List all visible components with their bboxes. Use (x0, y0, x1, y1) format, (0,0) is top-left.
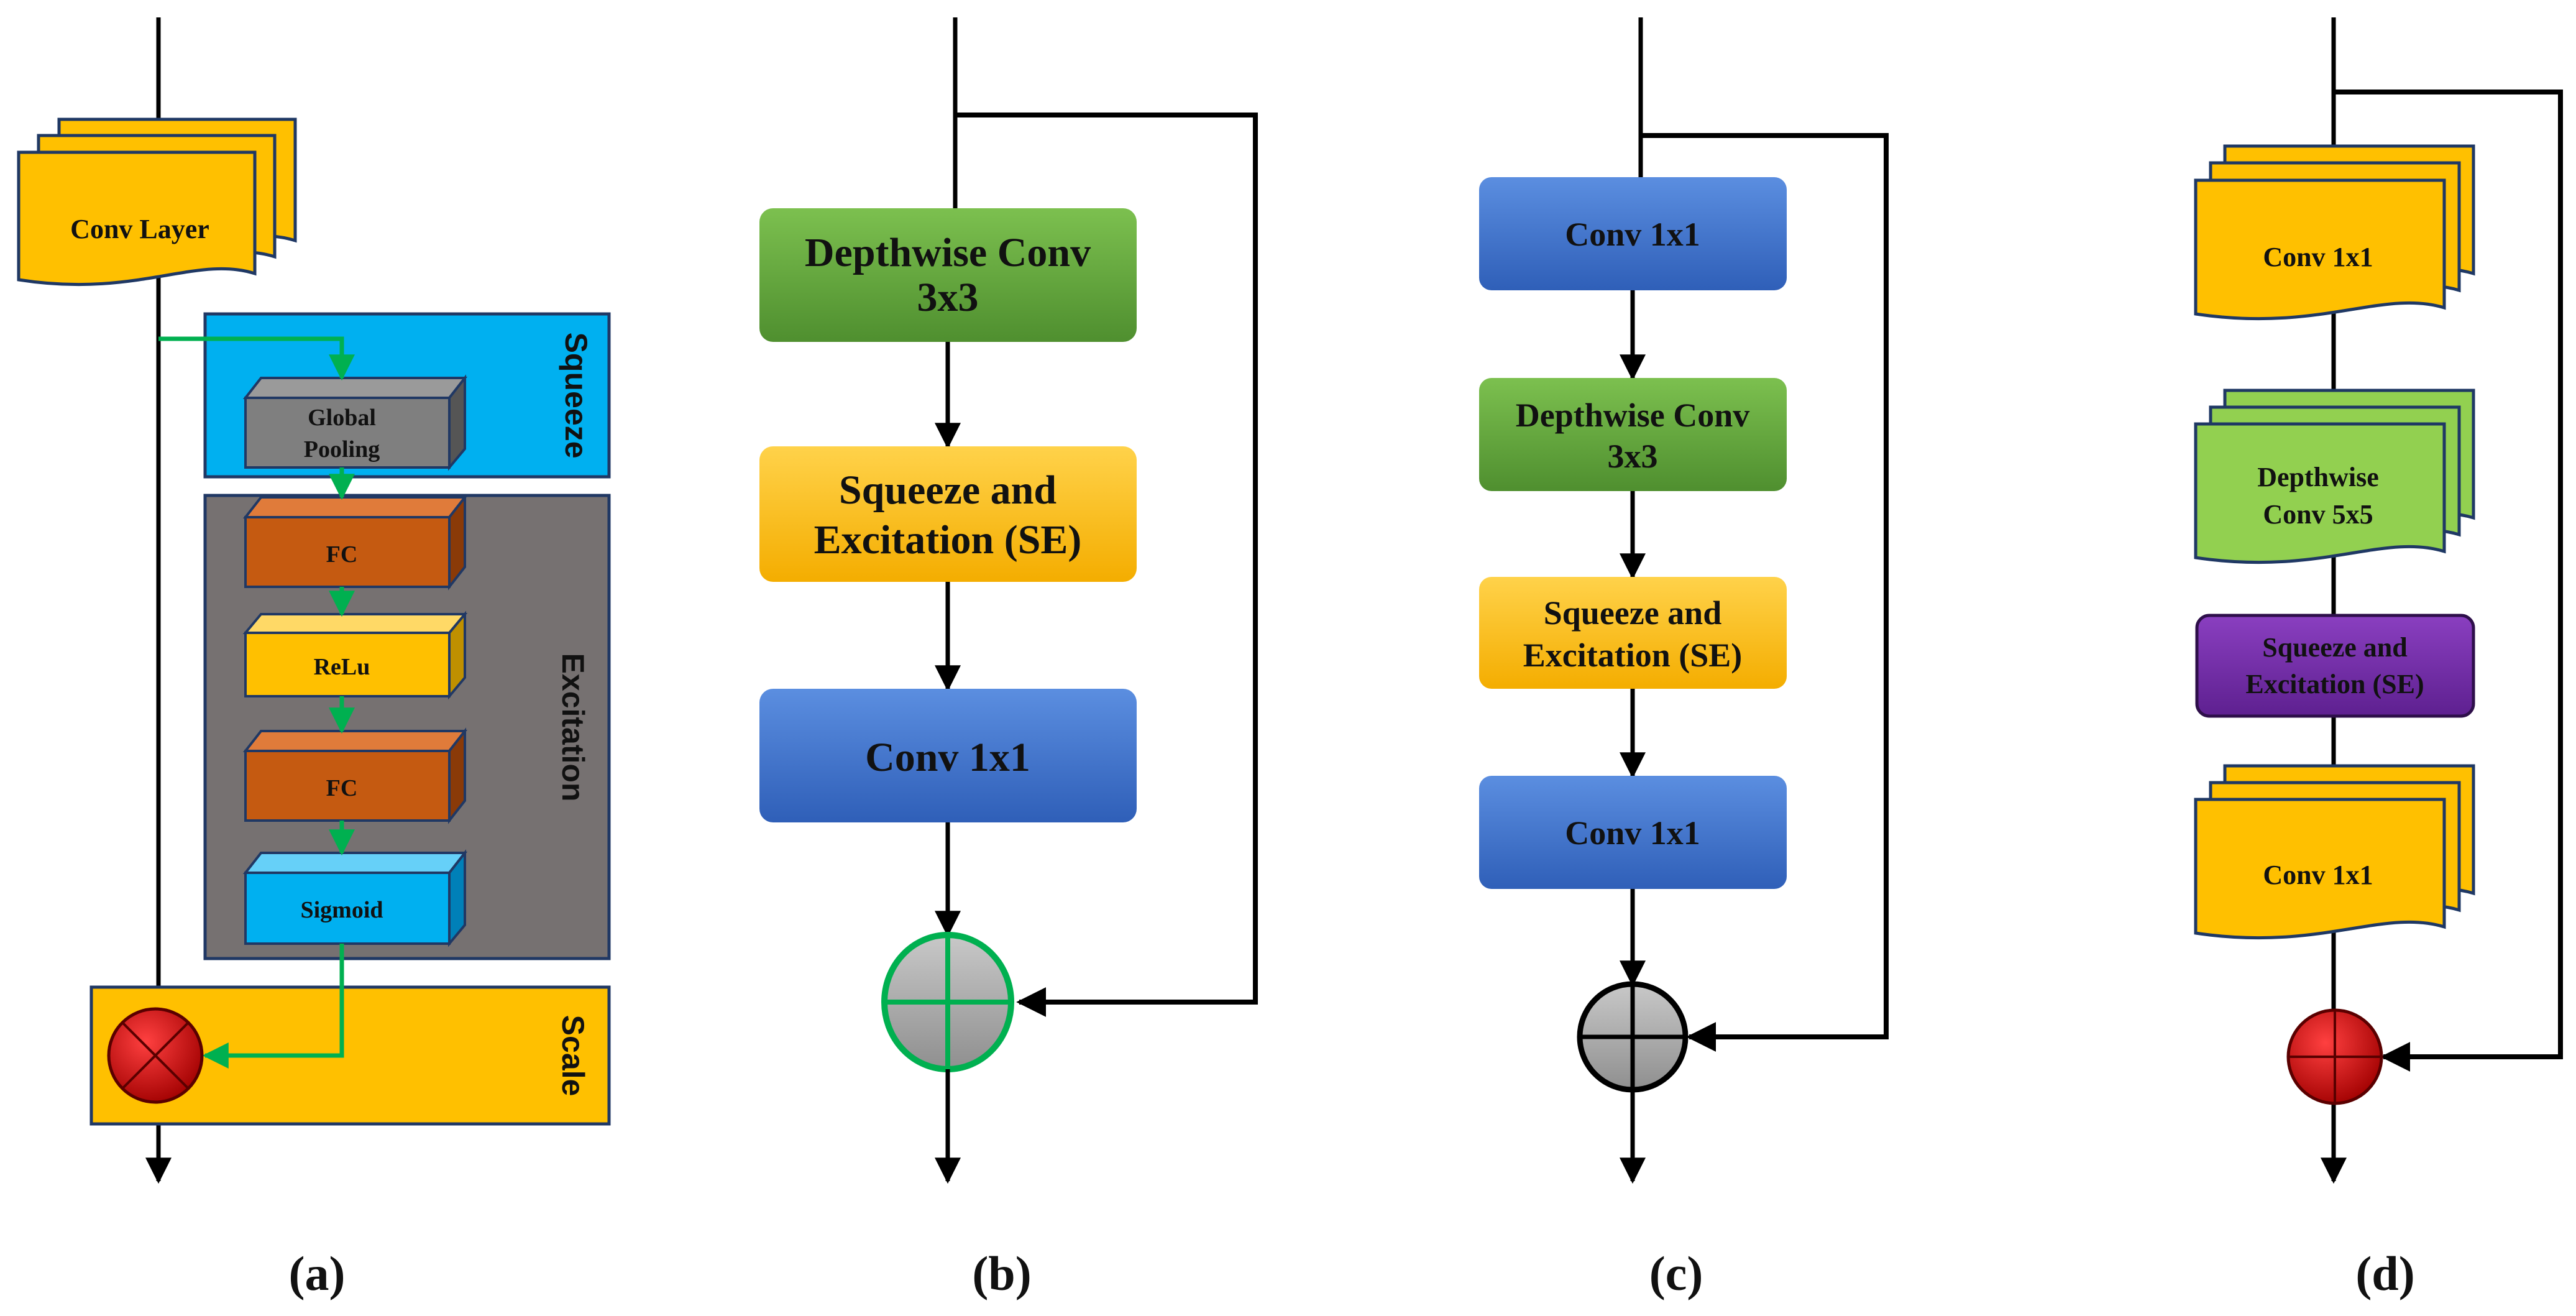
excitation-label: Excitation (556, 653, 590, 802)
se-block-c: Squeeze and Excitation (SE) (1479, 577, 1787, 689)
relu-label: ReLu (314, 654, 370, 680)
se-d-label-1: Squeeze and (2262, 632, 2407, 663)
global-pooling-label-1: Global (308, 405, 376, 431)
depthwise-d-label-1: Depthwise (2257, 462, 2379, 492)
conv-block-b: Conv 1x1 (759, 689, 1137, 822)
caption-b: (b) (972, 1246, 1031, 1300)
conv-bottom-d-label: Conv 1x1 (2263, 860, 2373, 890)
depthwise-conv-block-b: Depthwise Conv 3x3 (759, 208, 1137, 342)
depthwise-conv-block-c: Depthwise Conv 3x3 (1479, 378, 1787, 491)
caption-a: (a) (289, 1246, 346, 1300)
se-b-label-2: Excitation (SE) (814, 517, 1082, 563)
panel-b-skip-connection (955, 113, 1258, 1017)
depthwise-conv-block-d: Depthwise Conv 5x5 (2194, 389, 2475, 564)
add-icon-c (1577, 981, 1689, 1093)
panel-a-green-flow (158, 336, 355, 1069)
sigmoid-label: Sigmoid (300, 897, 383, 923)
depthwise-c-label-1: Depthwise Conv (1516, 397, 1750, 434)
fc2-box: FC (242, 727, 468, 824)
panel-d: Conv 1x1 Depthwise Conv 5x5 Squeeze and … (2194, 17, 2563, 1300)
panel-b: Depthwise Conv 3x3 Squeeze and Excitatio… (759, 17, 1258, 1300)
fc1-label: FC (326, 541, 358, 568)
conv-top-block-c: Conv 1x1 (1479, 177, 1787, 290)
conv-top-d-label: Conv 1x1 (2263, 242, 2373, 272)
se-c-label-2: Excitation (SE) (1523, 637, 1743, 674)
conv-layer-label: Conv Layer (70, 214, 209, 244)
se-block-d: Squeeze and Excitation (SE) (2195, 614, 2475, 718)
multiply-icon (107, 1007, 204, 1104)
se-c-label-1: Squeeze and (1544, 594, 1722, 632)
fc1-box: FC (242, 494, 468, 591)
add-icon-b (881, 932, 1014, 1072)
se-block-b: Squeeze and Excitation (SE) (759, 446, 1137, 582)
se-b-label-1: Squeeze and (839, 467, 1057, 513)
conv-bottom-c-label: Conv 1x1 (1565, 814, 1700, 852)
panel-c-skip-connection (1641, 133, 1889, 1052)
add-icon-d (2286, 1008, 2383, 1105)
se-d-label-2: Excitation (SE) (2245, 669, 2424, 699)
caption-c: (c) (1649, 1246, 1703, 1300)
conv-bottom-block-c: Conv 1x1 (1479, 776, 1787, 889)
global-pooling-box: Global Pooling (242, 374, 468, 471)
relu-box: ReLu (242, 610, 468, 700)
conv-bottom-block-d: Conv 1x1 (2194, 764, 2475, 940)
panel-c: Conv 1x1 Depthwise Conv 3x3 Squeeze and … (1479, 17, 1889, 1300)
depthwise-c-label-2: 3x3 (1608, 438, 1658, 475)
conv-b-label: Conv 1x1 (865, 735, 1030, 780)
sigmoid-box: Sigmoid (242, 849, 468, 947)
global-pooling-label-2: Pooling (304, 436, 380, 462)
scale-label: Scale (556, 1015, 590, 1097)
depthwise-b-label-2: 3x3 (917, 275, 979, 320)
panel-a: Conv Layer Squeeze Excitation Scale Glob… (17, 17, 611, 1300)
depthwise-d-label-2: Conv 5x5 (2263, 499, 2373, 530)
fc2-label: FC (326, 775, 358, 801)
conv-top-c-label: Conv 1x1 (1565, 216, 1700, 253)
depthwise-b-label-1: Depthwise Conv (805, 230, 1091, 275)
panel-d-skip-connection (2334, 90, 2563, 1072)
conv-layer-block: Conv Layer (17, 117, 297, 287)
caption-d: (d) (2355, 1246, 2414, 1300)
squeeze-label: Squeeze (559, 333, 594, 459)
conv-top-block-d: Conv 1x1 (2194, 144, 2475, 321)
